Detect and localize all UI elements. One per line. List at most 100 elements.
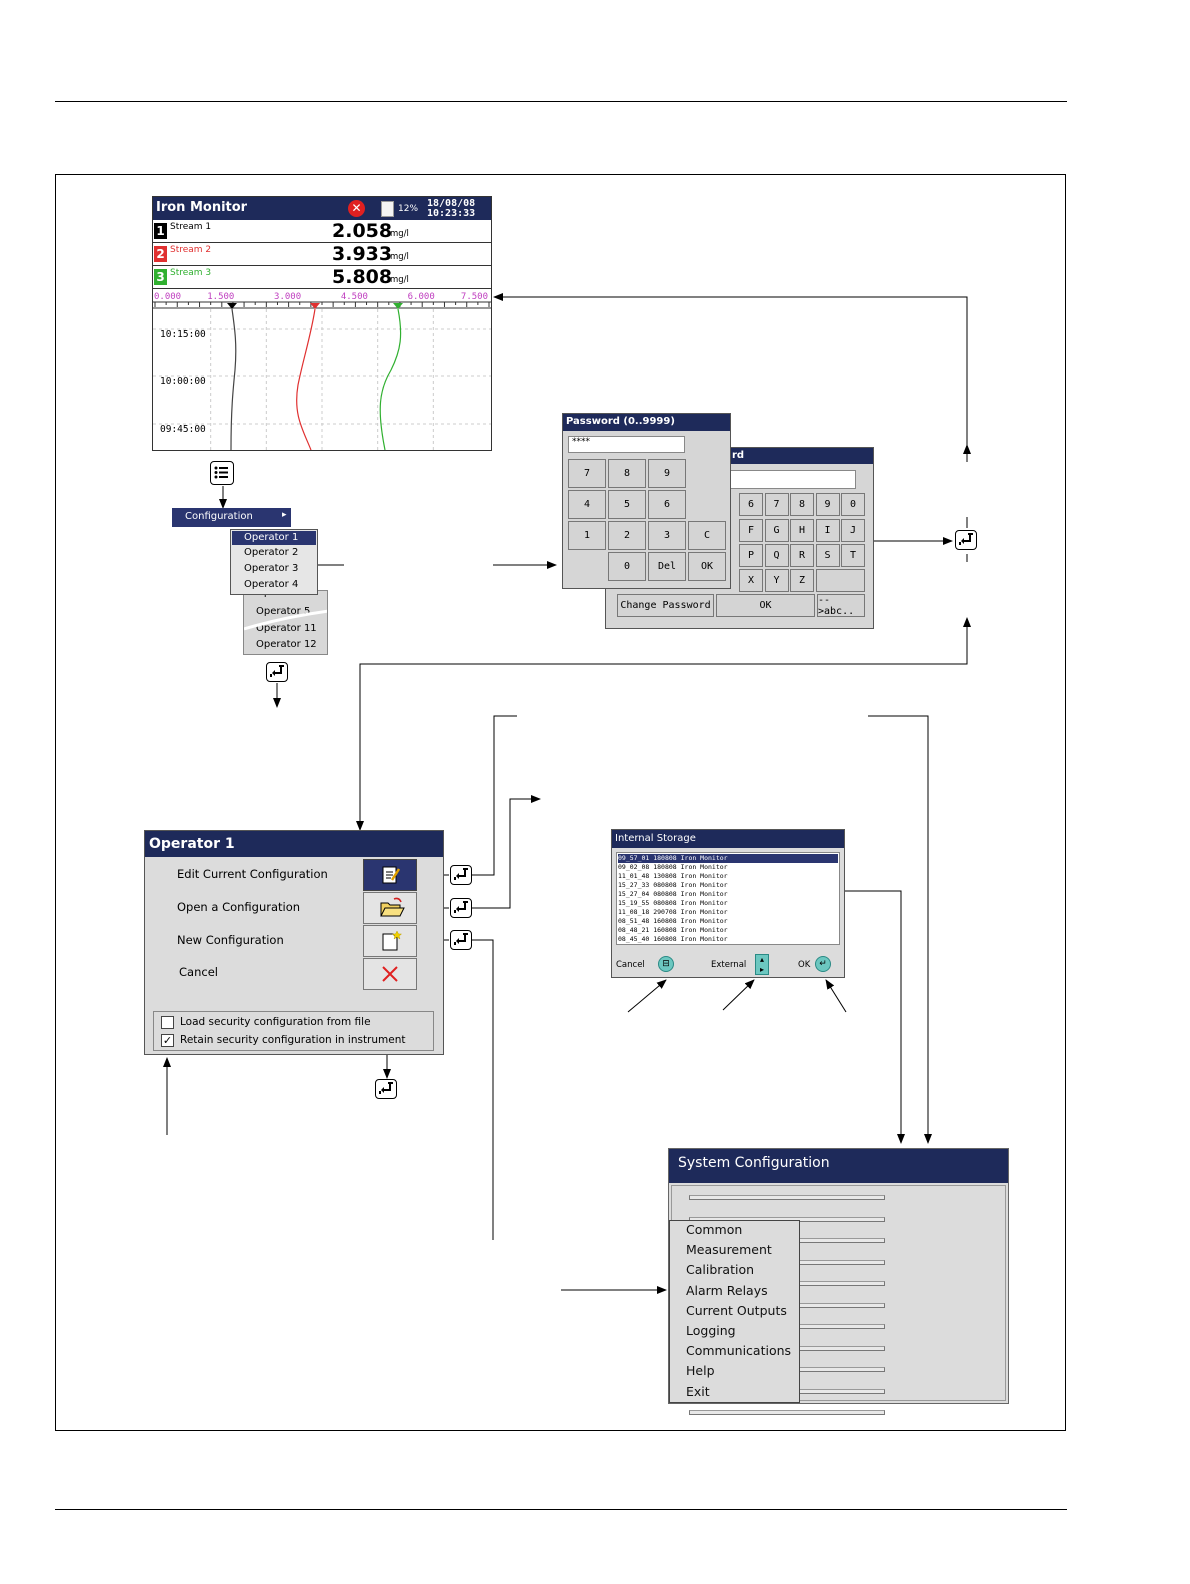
- file-list-item[interactable]: 11_08_18 290708 Iron Monitor: [618, 908, 728, 916]
- file-list-item[interactable]: 15_19_55 080808 Iron Monitor: [618, 899, 728, 907]
- configuration-menu-item[interactable]: Configuration ▸: [172, 508, 291, 527]
- password-key[interactable]: 8: [608, 459, 646, 488]
- time-label: 09:45:00: [160, 424, 206, 435]
- scale-tick-label: 7.500: [461, 292, 488, 302]
- list-item[interactable]: Operator 11: [256, 623, 317, 634]
- file-list-item[interactable]: 09_57_01 180808 Iron Monitor: [618, 854, 838, 863]
- keyboard-ok-button[interactable]: OK: [716, 594, 815, 617]
- scale-tick-label: 3.000: [274, 292, 301, 302]
- retain-security-checkbox[interactable]: ✓: [161, 1034, 174, 1047]
- keyboard-title: rd: [732, 450, 745, 461]
- sd-card-icon: [381, 201, 394, 217]
- list-item[interactable]: Operator 12: [256, 639, 317, 650]
- system-config-menu-item[interactable]: Alarm Relays: [686, 1282, 768, 1298]
- list-item[interactable]: Operator 5: [256, 606, 311, 617]
- keyboard-key[interactable]: I: [815, 519, 840, 542]
- system-config-menu-item[interactable]: Common: [686, 1222, 743, 1237]
- stream-pointer: [227, 303, 237, 309]
- password-key[interactable]: 3: [648, 521, 686, 550]
- system-config-title-bar: System Configuration: [669, 1149, 1008, 1183]
- file-list-item[interactable]: 15_27_33 080808 Iron Monitor: [618, 881, 728, 889]
- password-key[interactable]: C: [688, 521, 726, 550]
- enter-key-icon[interactable]: [955, 530, 977, 550]
- change-password-button[interactable]: Change Password: [617, 594, 714, 617]
- password-key[interactable]: 0: [608, 552, 646, 581]
- keyboard-key[interactable]: 9: [815, 493, 840, 516]
- enter-key-icon[interactable]: [450, 865, 472, 885]
- operator-title-bar: Operator 1: [145, 831, 443, 857]
- password-key[interactable]: 2: [608, 521, 646, 550]
- keyboard-key-blank[interactable]: [816, 569, 865, 592]
- keyboard-key[interactable]: R: [790, 544, 814, 567]
- keyboard-key[interactable]: P: [739, 544, 763, 567]
- alarm-icon[interactable]: ✕: [348, 200, 365, 217]
- file-list-item[interactable]: 08_45_40 160808 Iron Monitor: [618, 935, 728, 943]
- keyboard-key[interactable]: 0: [841, 493, 865, 516]
- password-key[interactable]: 7: [568, 459, 606, 488]
- open-config-button[interactable]: [363, 892, 417, 924]
- system-config-menu-item[interactable]: Exit: [686, 1383, 710, 1399]
- stream-value: 2.058: [332, 220, 393, 242]
- keyboard-key[interactable]: Z: [790, 569, 814, 592]
- system-config-menu-item[interactable]: Logging: [686, 1323, 736, 1338]
- edit-config-button[interactable]: [363, 859, 417, 891]
- keyboard-key[interactable]: H: [790, 519, 814, 542]
- system-config-menu-item[interactable]: Calibration: [686, 1262, 755, 1278]
- file-list-item[interactable]: 08_51_48 160808 Iron Monitor: [618, 917, 728, 925]
- system-config-menu-item[interactable]: Communications: [686, 1343, 792, 1359]
- password-key[interactable]: 4: [568, 490, 606, 519]
- monitor-title-bar: Iron Monitor ✕ 12% 18/08/08 10:23:33: [153, 197, 491, 220]
- file-list-item[interactable]: 09_02_08 180808 Iron Monitor: [618, 863, 728, 871]
- password-key[interactable]: 5: [608, 490, 646, 519]
- keyboard-key[interactable]: 8: [790, 493, 814, 516]
- keyboard-key[interactable]: T: [841, 544, 865, 567]
- keyboard-key[interactable]: G: [764, 519, 789, 542]
- cancel-button[interactable]: [363, 958, 417, 990]
- enter-key-icon[interactable]: [450, 930, 472, 950]
- file-list-item[interactable]: 15_27_04 080808 Iron Monitor: [618, 890, 728, 898]
- scale-tick-label: 1.500: [207, 292, 234, 302]
- operator-item[interactable]: Operator 3: [244, 563, 299, 574]
- time-label: 10:00:00: [160, 376, 206, 387]
- stream-number-badge: 1: [154, 223, 167, 239]
- monitor-time: 10:23:33: [427, 208, 476, 219]
- keyboard-key[interactable]: Q: [764, 544, 789, 567]
- file-list-item[interactable]: 08_48_21 160808 Iron Monitor: [618, 926, 728, 934]
- ok-key-icon[interactable]: ↵: [815, 956, 831, 972]
- system-config-menu-item[interactable]: Current Outputs: [686, 1302, 787, 1318]
- load-security-checkbox[interactable]: [161, 1016, 174, 1029]
- enter-key-icon[interactable]: [375, 1079, 397, 1099]
- keyboard-key[interactable]: 7: [764, 493, 789, 516]
- password-key[interactable]: OK: [688, 552, 726, 581]
- password-key[interactable]: 1: [568, 521, 606, 550]
- keyboard-key[interactable]: F: [739, 519, 763, 542]
- menu-key-icon[interactable]: [210, 461, 234, 485]
- keyboard-key[interactable]: S: [815, 544, 840, 567]
- operator-item-selected[interactable]: Operator 1: [232, 531, 316, 545]
- new-config-button[interactable]: [363, 925, 417, 957]
- password-input[interactable]: ****: [568, 436, 685, 453]
- operator-item[interactable]: Operator 2: [244, 547, 299, 558]
- password-key[interactable]: 9: [648, 459, 686, 488]
- password-key[interactable]: Del: [648, 552, 686, 581]
- keyboard-key[interactable]: 6: [739, 493, 763, 516]
- enter-key-icon[interactable]: [450, 898, 472, 918]
- load-security-label: Load security configuration from file: [180, 1016, 371, 1028]
- abc-toggle-button[interactable]: -->abc..: [817, 594, 865, 617]
- enter-key-icon[interactable]: [266, 662, 288, 682]
- keyboard-key[interactable]: X: [739, 569, 763, 592]
- keyboard-key[interactable]: J: [841, 519, 865, 542]
- password-key[interactable]: 6: [648, 490, 686, 519]
- external-key-icon[interactable]: ▴▸: [755, 954, 769, 975]
- open-config-label: Open a Configuration: [177, 900, 301, 914]
- keyboard-key[interactable]: Y: [764, 569, 789, 592]
- cancel-key-icon[interactable]: ⊟: [658, 956, 674, 972]
- file-list-item[interactable]: 11_01_48 130808 Iron Monitor: [618, 872, 728, 880]
- keyboard-input[interactable]: [726, 470, 856, 489]
- operator-item[interactable]: Operator 4: [244, 579, 299, 590]
- system-config-menu-item[interactable]: Help: [686, 1363, 715, 1379]
- system-config-menu-item[interactable]: Measurement: [686, 1242, 772, 1258]
